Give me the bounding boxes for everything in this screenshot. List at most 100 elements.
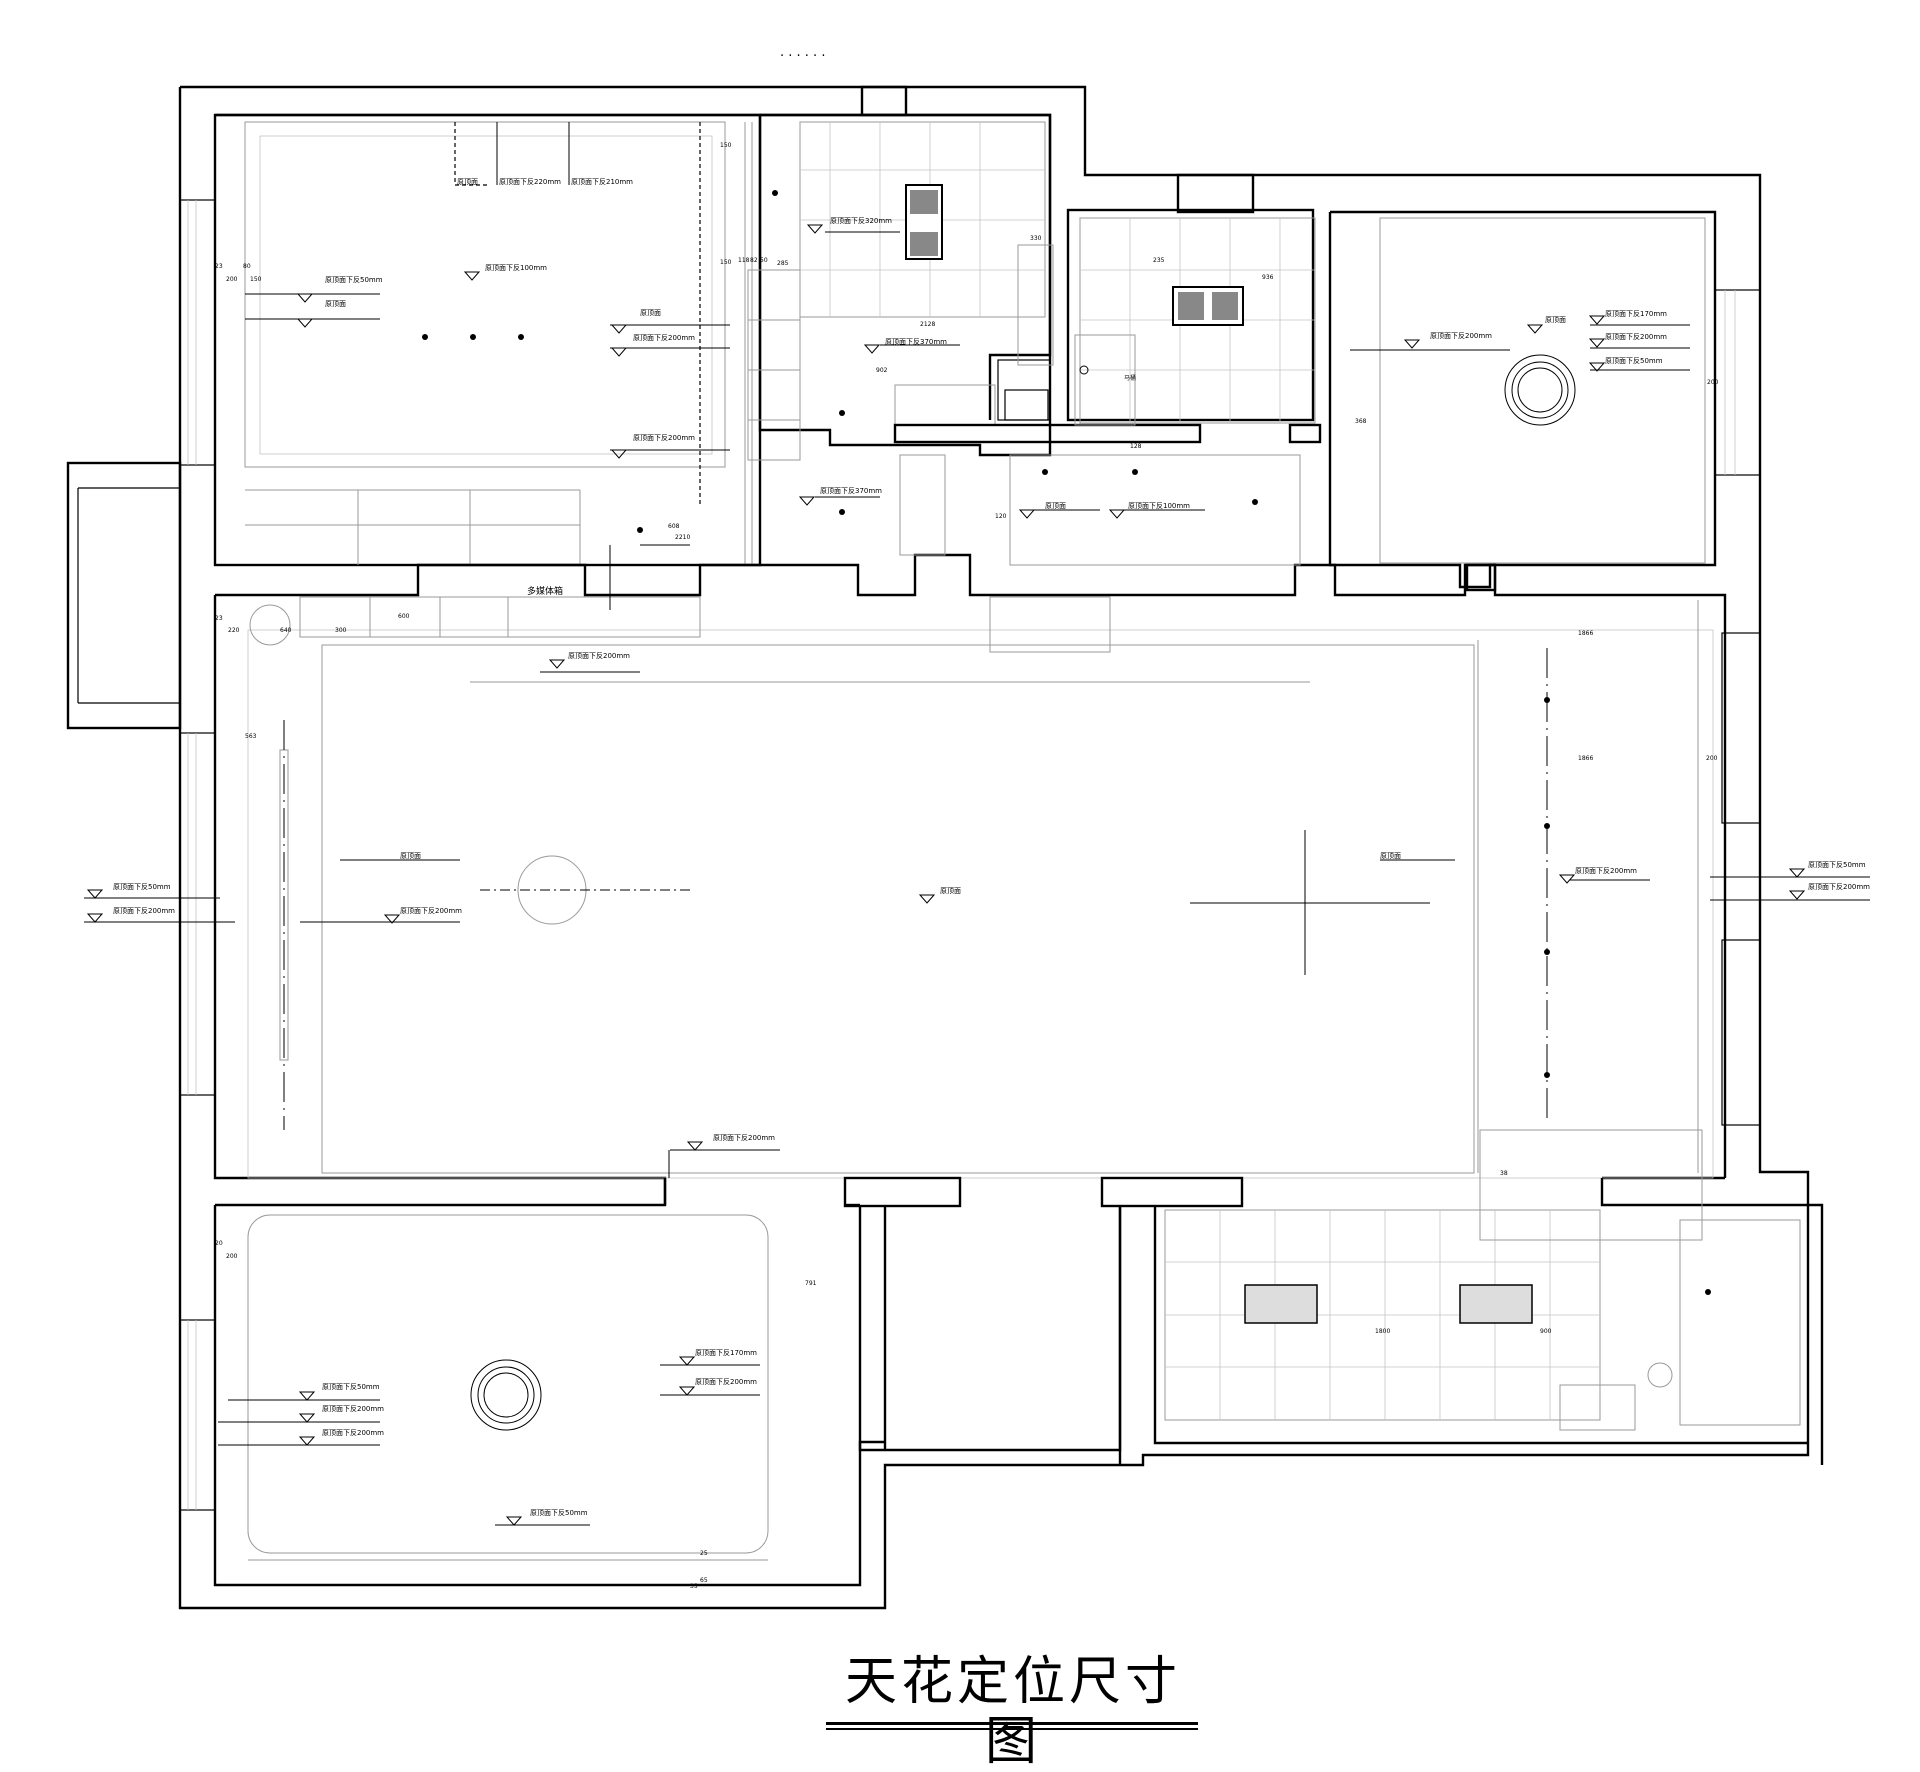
annotation: 原顶面 xyxy=(1045,502,1066,510)
annotation: 原顶面下反200mm xyxy=(633,433,695,442)
annotation: 原顶面下反200mm xyxy=(400,906,462,915)
toilet-label: 马桶 xyxy=(1124,374,1136,382)
dimension: 608 xyxy=(668,523,680,530)
dimension: 23 xyxy=(215,615,223,622)
bedroom-bottom-left xyxy=(213,1176,1244,1587)
dimension: 936 xyxy=(1262,274,1274,281)
living-room xyxy=(213,553,1727,1205)
title-underline-thin xyxy=(826,1728,1198,1730)
annotation: 原顶面 xyxy=(940,887,961,895)
dimension: 600 xyxy=(398,613,410,620)
annotation: 原顶面下反200mm xyxy=(713,1133,775,1142)
upper-kitchen-tiles xyxy=(747,121,1054,461)
dimension: 128 xyxy=(1130,443,1142,450)
annotation: 原顶面下反200mm xyxy=(1575,866,1637,875)
dimension: 200 xyxy=(1707,379,1719,386)
drawing-title: 天花定位尺寸图 xyxy=(844,1652,1181,1772)
media-box-label: 多媒体箱 xyxy=(527,585,563,597)
annotation: 原顶面下反50mm xyxy=(1808,860,1866,869)
dimension: 150 xyxy=(720,142,732,149)
vent-grille-kitchen-1 xyxy=(1244,1284,1318,1324)
bathroom-top xyxy=(1066,208,1315,422)
annotation: 原顶面下反200mm xyxy=(113,906,175,915)
dimension: 20 xyxy=(215,1240,223,1247)
annotation: 原顶面 xyxy=(1380,852,1401,860)
annotation: 原顶面 xyxy=(1545,316,1566,324)
dimension: 80 xyxy=(243,263,251,270)
annotation: 原顶面下反200mm xyxy=(322,1404,384,1413)
dimension: 902 xyxy=(876,367,888,374)
annotation: 原顶面下反200mm xyxy=(695,1377,757,1386)
top-right-bedroom-ceiling xyxy=(1288,217,1706,592)
level-triangles xyxy=(86,224,1806,1526)
dimension: 2128 xyxy=(920,321,935,328)
annotation: 原顶面下反100mm xyxy=(1128,501,1190,510)
annotation: 原顶面下反200mm xyxy=(633,333,695,342)
vent-grille-kitchen-2 xyxy=(1459,1284,1533,1324)
bedroom-ceiling-lines xyxy=(244,121,753,565)
living-room-fixtures xyxy=(249,604,1548,1130)
dimension: 368 xyxy=(1355,418,1367,425)
dimension: 285 xyxy=(777,260,789,267)
dimension: 200 xyxy=(226,1253,238,1260)
top-note: · · · · · · xyxy=(780,49,825,64)
left-balcony xyxy=(66,461,182,730)
dimension: 23 xyxy=(215,263,223,270)
dimension: 82 xyxy=(750,257,758,264)
annotation: 原顶面下反50mm xyxy=(530,1508,588,1517)
annotation: 原顶面下反200mm xyxy=(322,1428,384,1437)
dimension: 50 xyxy=(760,257,768,264)
annotation: 原顶面下反200mm xyxy=(568,651,630,660)
annotation: 原顶面下反200mm xyxy=(1605,332,1667,341)
annotation: 原顶面下反200mm xyxy=(1808,882,1870,891)
annotation: 原顶面下反320mm xyxy=(830,216,892,225)
dimension: 25 xyxy=(700,1550,708,1557)
dimension: 35 xyxy=(690,1583,698,1590)
dimension: 791 xyxy=(805,1280,817,1287)
dimension: 118 xyxy=(738,257,750,264)
dimension: 65 xyxy=(700,1577,708,1584)
dimension: 563 xyxy=(245,733,257,740)
annotation: 原顶面下反50mm xyxy=(325,275,383,284)
dimension: 300 xyxy=(335,627,347,634)
spotlights xyxy=(422,190,1711,1295)
dimension: 150 xyxy=(720,259,732,266)
dimension: 235 xyxy=(1153,257,1165,264)
window-right xyxy=(1714,289,1761,1126)
annotation: 原顶面下反220mm xyxy=(499,177,561,186)
annotation: 原顶面下反100mm xyxy=(485,263,547,272)
annotation: 原顶面下反170mm xyxy=(695,1348,757,1357)
annotation: 原顶面下反170mm xyxy=(1605,309,1667,318)
dimension: 200 xyxy=(1706,755,1718,762)
annotation: 原顶面 xyxy=(457,178,478,186)
annotation: 原顶面下反50mm xyxy=(322,1382,380,1391)
dimension: 38 xyxy=(1500,1170,1508,1177)
dimension: 2210 xyxy=(675,534,690,541)
dimension: 1866 xyxy=(1578,630,1593,637)
annotation: 原顶面下反200mm xyxy=(1430,331,1492,340)
dimension: 150 xyxy=(250,276,262,283)
dimension: 200 xyxy=(226,276,238,283)
dimension-labels: 150 150 118 82 50 285 330 2128 902 936 2… xyxy=(215,142,1719,1590)
dimension: 640 xyxy=(280,627,292,634)
dimension: 330 xyxy=(1030,235,1042,242)
annotation: 原顶面 xyxy=(640,309,661,317)
annotation: 原顶面下反370mm xyxy=(885,337,947,346)
window-left xyxy=(179,199,216,1511)
bedroom-top-right xyxy=(1328,210,1717,589)
title-underline xyxy=(826,1722,1198,1725)
dimension: 1866 xyxy=(1578,755,1593,762)
kitchen-bottom-right xyxy=(1153,1129,1824,1465)
bottom-left-light xyxy=(470,1359,542,1431)
dimension: 120 xyxy=(995,513,1007,520)
dimension: 900 xyxy=(1540,1328,1552,1335)
annotation: 原顶面 xyxy=(400,852,421,860)
annotation: 原顶面 xyxy=(325,300,346,308)
bathroom-top-detail xyxy=(893,217,1316,566)
dimension: 1800 xyxy=(1375,1328,1390,1335)
elevation-markers xyxy=(84,122,1870,1526)
annotation: 原顶面下反370mm xyxy=(820,486,882,495)
annotation: 原顶面下反50mm xyxy=(1605,356,1663,365)
annotation: 原顶面下反50mm xyxy=(113,882,171,891)
